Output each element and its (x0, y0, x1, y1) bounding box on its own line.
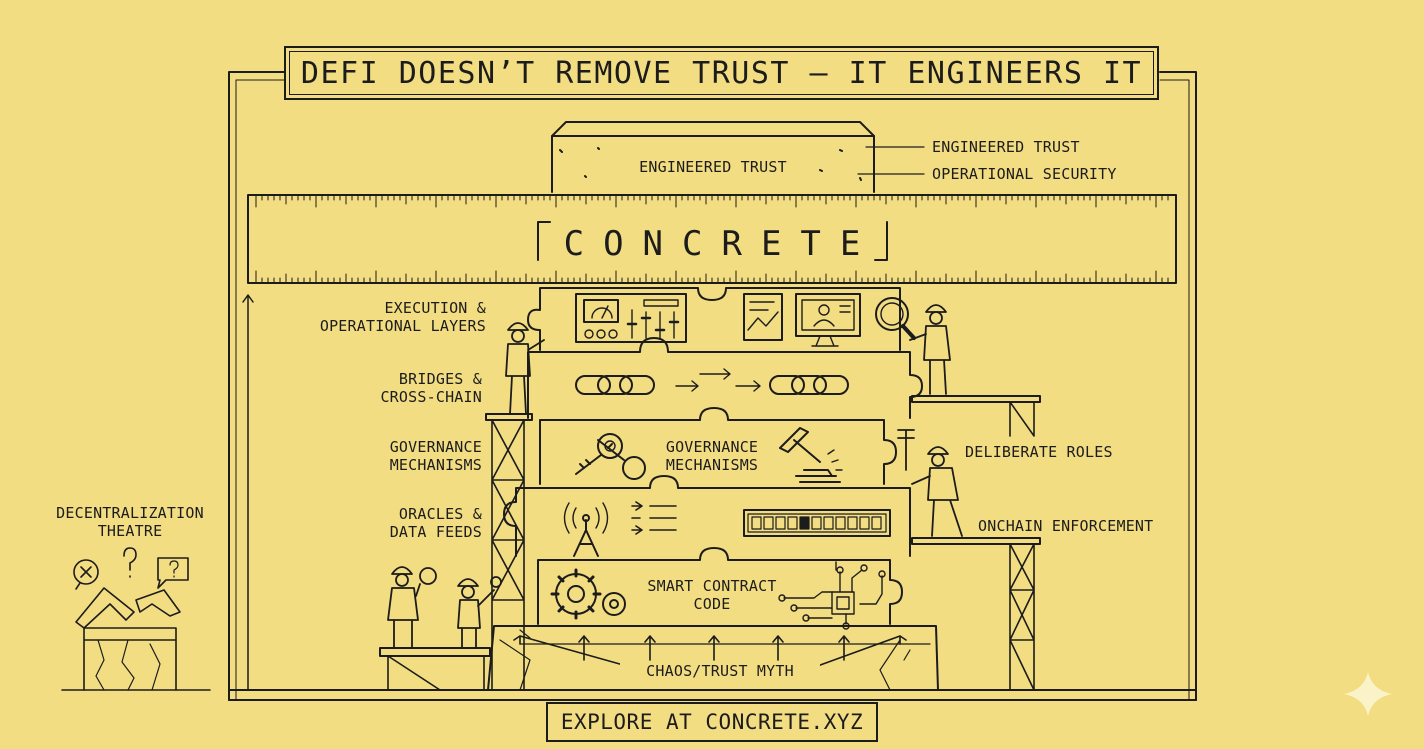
label-onchain-enforcement: ONCHAIN ENFORCEMENT (978, 517, 1154, 535)
worker-bottom-2 (457, 576, 502, 649)
smart-contract-line: SMART CONTRACT (647, 577, 777, 595)
progress-segment (871, 516, 882, 530)
ruin-illustration (61, 547, 211, 691)
dashboard-icon (743, 293, 916, 347)
progress-segment (763, 516, 774, 530)
layer-label-bridges: BRIDGES & CROSS-CHAIN (282, 370, 482, 406)
layer-label-line: MECHANISMS (389, 456, 482, 474)
progress-segment (787, 516, 798, 530)
progress-bar-icon (743, 509, 891, 537)
page-title: DEFI DOESN’T REMOVE TRUST — IT ENGINEERS… (300, 55, 1143, 91)
theatre-label: DECENTRALIZATION THEATRE (40, 504, 220, 540)
antenna-icon (563, 502, 609, 557)
keys-icon (575, 433, 646, 480)
footer-link-box[interactable]: EXPLORE AT CONCRETE.XYZ (546, 702, 878, 742)
layer-label-line: CROSS-CHAIN (380, 388, 482, 406)
sparkle-icon (1344, 672, 1392, 716)
ruler-concrete-label: CONCRETE (563, 224, 880, 264)
layer-label-line: OPERATIONAL LAYERS (319, 317, 486, 335)
progress-segment (799, 516, 810, 530)
progress-segment (751, 516, 762, 530)
progress-segment (847, 516, 858, 530)
progress-segment (835, 516, 846, 530)
puzzle-tiers (487, 287, 939, 691)
layer-label-line: GOVERNANCE (389, 438, 482, 456)
smart-contract-line: CODE (693, 595, 731, 613)
layer-label-governance: GOVERNANCE MECHANISMS (282, 438, 482, 474)
cap-block-label: ENGINEERED TRUST (639, 158, 787, 176)
footer-link[interactable]: EXPLORE AT CONCRETE.XYZ (560, 710, 864, 734)
outer-frame (228, 71, 1197, 701)
label-engineered-trust: ENGINEERED TRUST (932, 138, 1080, 156)
base-label: CHAOS/TRUST MYTH (620, 662, 820, 680)
layer-label-line: BRIDGES & (398, 370, 482, 388)
title-banner: DEFI DOESN’T REMOVE TRUST — IT ENGINEERS… (284, 46, 1159, 100)
gavel-icon (779, 427, 843, 483)
progress-segment (775, 516, 786, 530)
worker-left-top (505, 322, 545, 415)
layer-label-line: ORACLES & (398, 505, 482, 523)
control-panel-icon (575, 293, 687, 343)
gears-icon (550, 568, 626, 620)
progress-segment (823, 516, 834, 530)
worker-bottom-1 (387, 566, 437, 649)
smart-contract-label: SMART CONTRACT CODE (632, 577, 792, 613)
base-arrows (513, 635, 931, 669)
cap-block (551, 121, 925, 193)
label-deliberate-roles: DELIBERATE ROLES (965, 443, 1113, 461)
governance-line: GOVERNANCE (665, 438, 759, 456)
theatre-line: THEATRE (97, 522, 163, 540)
governance-line: MECHANISMS (665, 456, 759, 474)
progress-segment (859, 516, 870, 530)
list-icon (631, 501, 677, 535)
left-scaffold (379, 413, 533, 691)
ruler-bar (247, 194, 1177, 284)
layer-label-line: EXECUTION & (384, 299, 486, 317)
worker-right-mid (897, 429, 963, 537)
right-scaffold (911, 395, 1041, 691)
theatre-line: DECENTRALIZATION (56, 504, 204, 522)
layer-label-execution: EXECUTION & OPERATIONAL LAYERS (286, 299, 486, 335)
worker-right-top (909, 304, 951, 395)
progress-segment (811, 516, 822, 530)
governance-center-label: GOVERNANCE MECHANISMS (650, 438, 774, 474)
circuit-icon (778, 561, 886, 630)
label-operational-security: OPERATIONAL SECURITY (932, 165, 1117, 183)
layer-label-oracles: ORACLES & DATA FEEDS (282, 505, 482, 541)
layer-label-line: DATA FEEDS (389, 523, 482, 541)
chain-links-icon (575, 368, 849, 395)
